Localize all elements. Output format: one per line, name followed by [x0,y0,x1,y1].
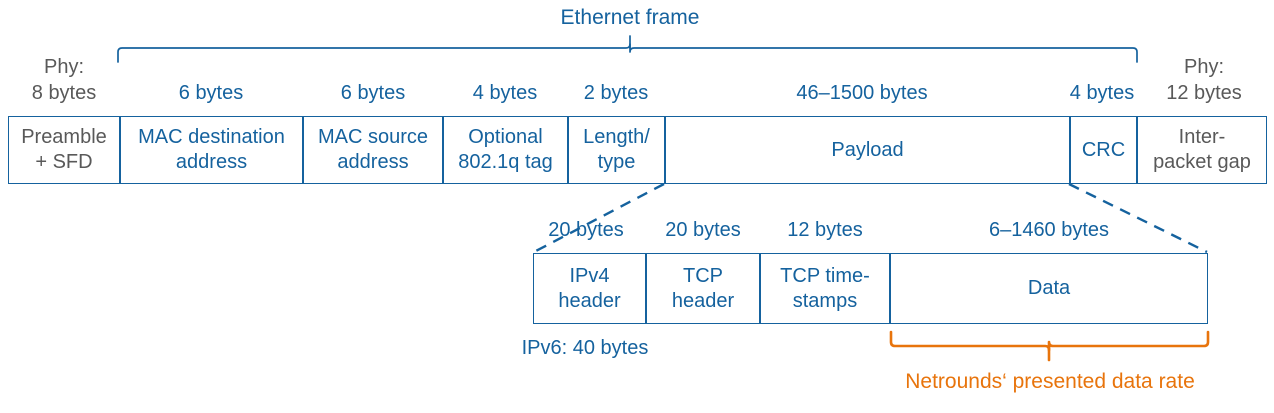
size-label-crc: 4 bytes [1069,82,1135,104]
payload-cell-tcp-header-line1: TCP [683,264,723,287]
frame-cell-preamble-sfd[interactable]: Preamble + SFD [8,116,120,184]
frame-cell-vlan-tag-line1: Optional [468,126,543,148]
size-label-mac-source: 6 bytes [340,82,406,104]
frame-cell-payload[interactable]: Payload [665,116,1070,184]
frame-cell-inter-packet-gap-line1: Inter- [1178,126,1226,148]
payload-cell-data-line1: Data [1027,277,1071,299]
size-label-ipv4-header: 20 bytes [548,219,624,241]
size-label-vlan-tag: 4 bytes [472,82,538,104]
payload-cell-data[interactable]: Data [890,253,1208,324]
frame-cell-crc-line1: CRC [1081,138,1126,161]
payload-cell-tcp-timestamps-line1: TCP time- [780,264,870,287]
frame-cell-inter-packet-gap-line2: packet gap [1153,151,1251,173]
frame-cell-mac-source-line1: MAC source [317,126,429,148]
frame-cell-length-type[interactable]: Length/ type [568,116,665,184]
frame-cell-mac-destination-line2: address [175,151,248,173]
frame-cell-payload-line1: Payload [831,138,904,161]
ethernet-frame-title: Ethernet frame [560,6,700,29]
payload-cell-tcp-header[interactable]: TCP header [646,253,760,324]
frame-cell-mac-source-line2: address [337,151,409,173]
frame-cell-length-type-line2: type [597,151,636,173]
data-rate-brace [889,330,1210,362]
payload-cell-ipv4-header-line2: header [558,289,621,312]
payload-cell-tcp-timestamps-line2: stamps [792,289,858,312]
size-label-length-type: 2 bytes [583,82,649,104]
ethernet-frame-brace [117,35,1138,63]
phy-right-size-line1: Phy: [1183,56,1225,78]
frame-cell-preamble-sfd-line2: + SFD [35,151,93,173]
phy-right-size-line2: 12 bytes [1166,82,1242,104]
payload-cell-ipv4-header[interactable]: IPv4 header [533,253,646,324]
size-label-tcp-header: 20 bytes [665,219,741,241]
size-label-data: 6–1460 bytes [988,219,1110,241]
size-label-tcp-timestamps: 12 bytes [787,219,863,241]
frame-cell-mac-destination-line1: MAC destination [138,126,285,148]
size-label-payload: 46–1500 bytes [796,82,928,104]
size-label-mac-destination: 6 bytes [178,82,244,104]
payload-cell-tcp-timestamps[interactable]: TCP time- stamps [760,253,890,324]
frame-cell-mac-destination[interactable]: MAC destination address [120,116,303,184]
data-rate-annotation-label: Netrounds‘ presented data rate [905,370,1195,393]
frame-cell-mac-source[interactable]: MAC source address [303,116,443,184]
payload-cell-tcp-header-line2: header [671,289,735,312]
frame-cell-inter-packet-gap[interactable]: Inter- packet gap [1137,116,1267,184]
ipv6-footnote: IPv6: 40 bytes [521,337,649,359]
phy-left-size-line2: 8 bytes [31,82,97,104]
frame-cell-length-type-line1: Length/ [583,126,650,148]
frame-cell-preamble-sfd-line1: Preamble [21,126,107,148]
frame-cell-vlan-tag-line2: 802.1q tag [458,151,553,173]
payload-cell-ipv4-header-line1: IPv4 [569,264,610,287]
frame-cell-vlan-tag[interactable]: Optional 802.1q tag [443,116,568,184]
frame-cell-crc[interactable]: CRC [1070,116,1137,184]
phy-left-size-line1: Phy: [43,56,85,78]
